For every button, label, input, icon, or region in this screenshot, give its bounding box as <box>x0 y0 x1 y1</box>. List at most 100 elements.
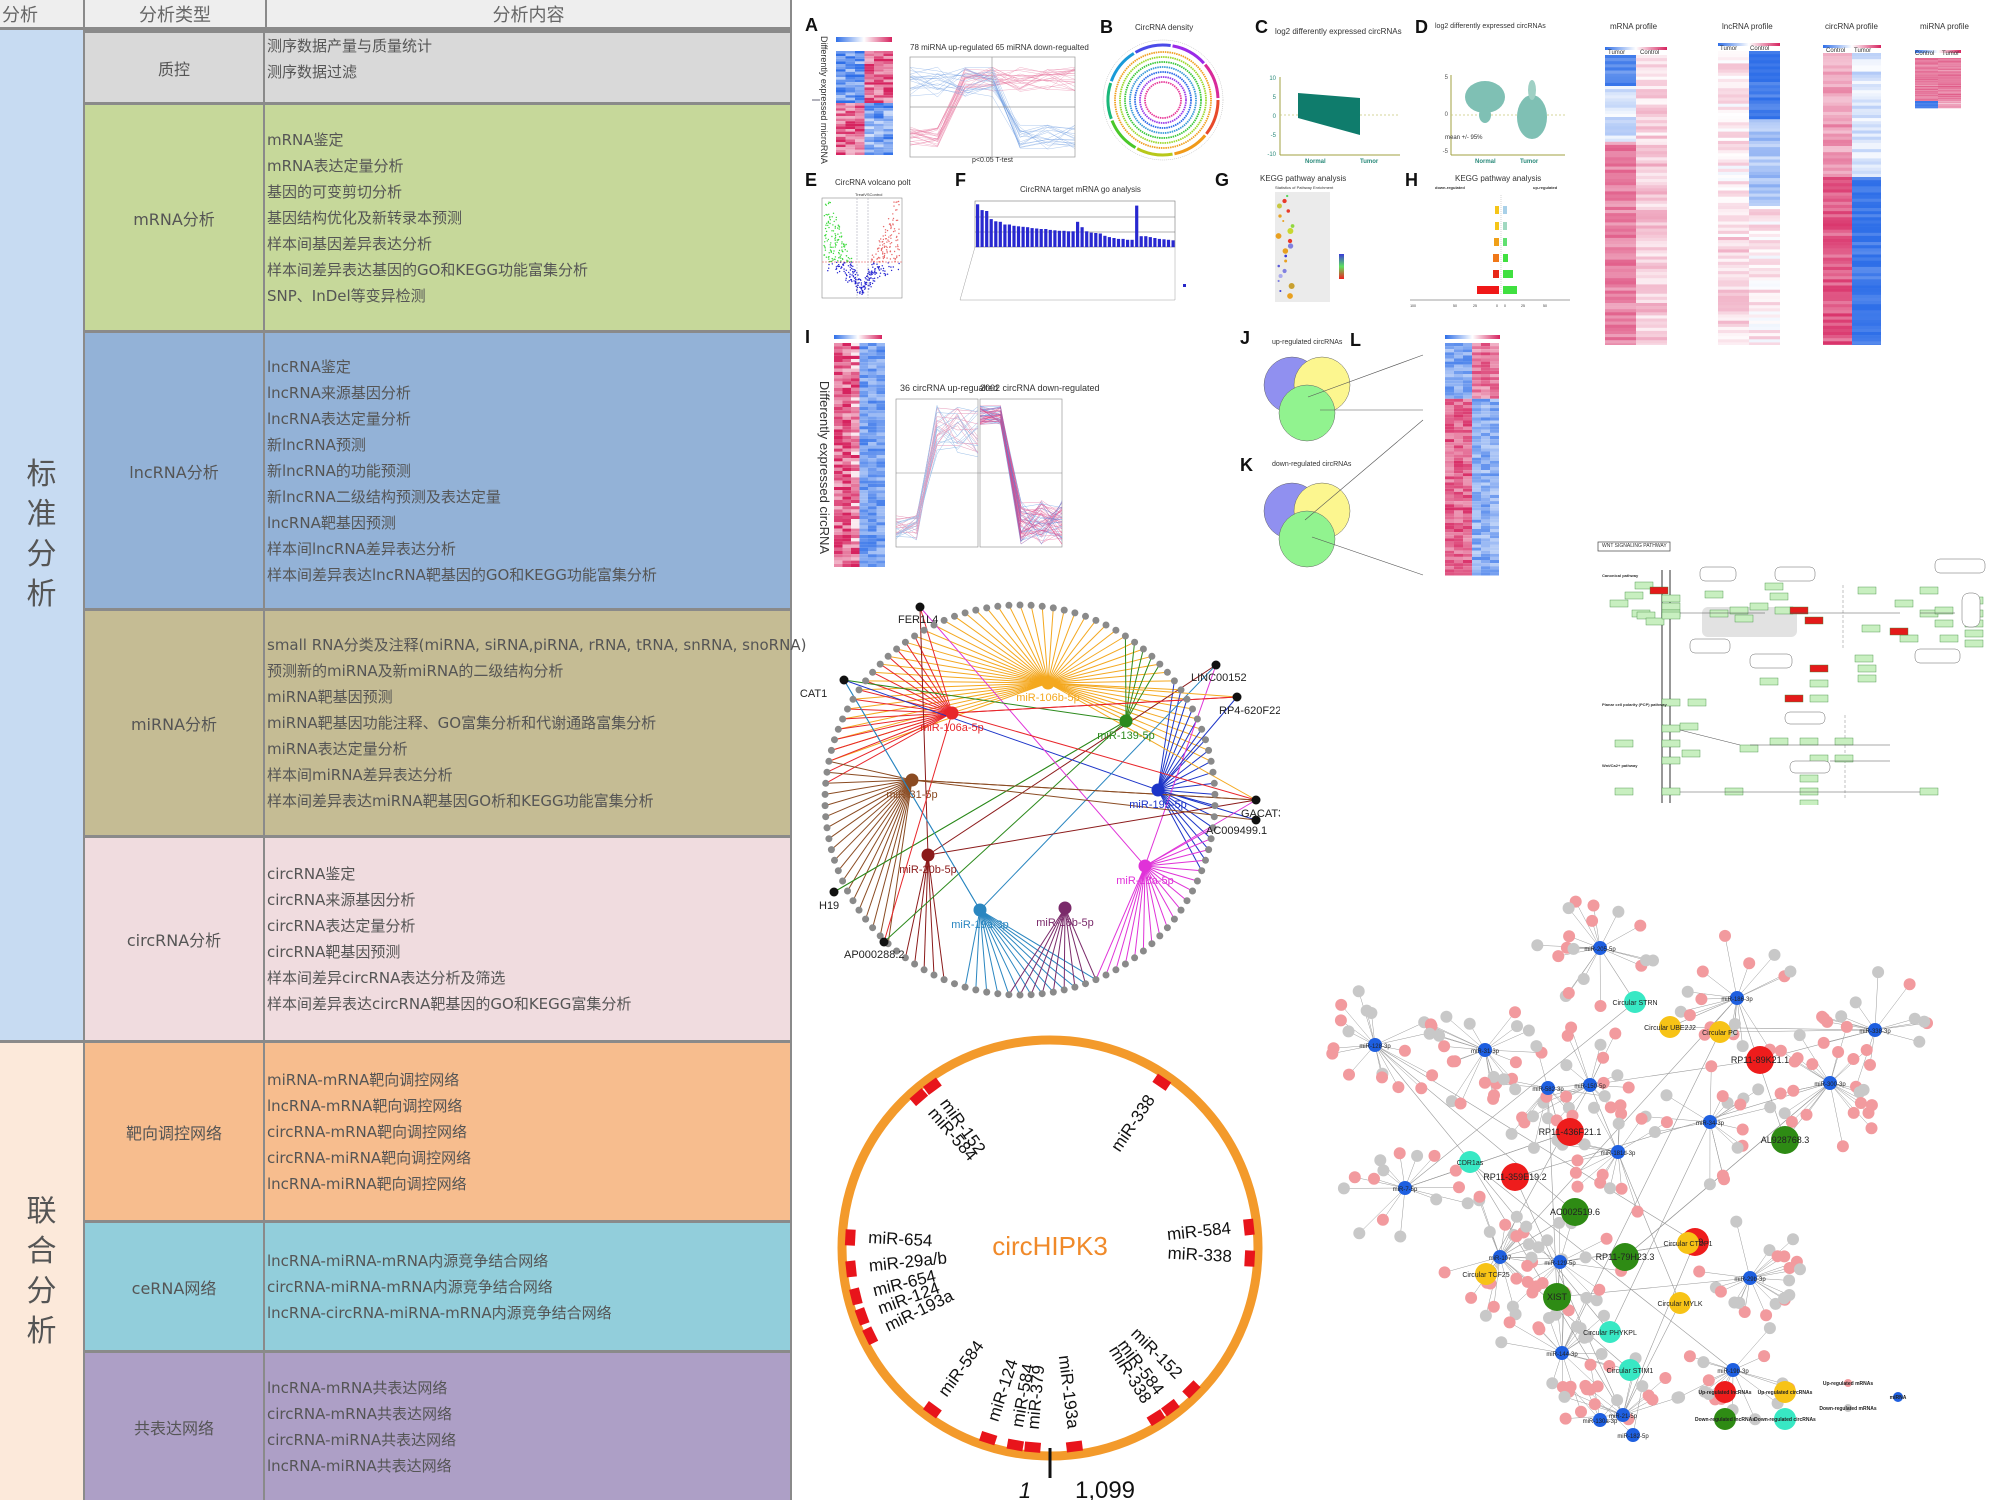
heatmap-cell <box>1490 485 1499 489</box>
heatmap-cell <box>851 362 860 366</box>
binding-site-label: miR-338 <box>1107 1091 1159 1155</box>
content-item: miRNA表达定量分析 <box>267 740 408 758</box>
profile-cell <box>1852 136 1881 141</box>
heatmap-cell <box>1481 386 1490 390</box>
heatmap-cell <box>1490 535 1499 539</box>
gene-box <box>1964 629 1984 638</box>
heatmap-cell <box>874 118 884 122</box>
group-char: 标 <box>26 457 57 492</box>
heatmap-cell <box>864 139 874 142</box>
profile-cell <box>1749 286 1780 290</box>
volcano-point <box>840 257 842 259</box>
volcano-point <box>838 265 841 268</box>
volcano-point <box>882 225 885 228</box>
expression-trend-line <box>909 66 1076 136</box>
network-edge <box>1874 1029 1920 1043</box>
heatmap-cell <box>859 371 868 375</box>
binding-site-marker <box>1152 1073 1172 1091</box>
heatmap-cell <box>842 346 851 350</box>
profile-cell <box>1636 306 1667 310</box>
profile-cell <box>1605 343 1636 345</box>
profile-cell <box>1605 287 1636 291</box>
heatmap-cell <box>842 519 851 523</box>
content-item: 样本间差异表达circRNA靶基因的GO和KEGG富集分析 <box>267 995 632 1013</box>
network-edge <box>825 779 913 818</box>
volcano-point <box>897 245 899 248</box>
heatmap-cell <box>1472 432 1481 436</box>
volcano-point <box>878 269 881 271</box>
heatmap-cell <box>842 557 851 561</box>
mrna-node <box>1660 1089 1673 1102</box>
heatmap-cell <box>1490 569 1499 573</box>
profile-cell <box>1605 132 1636 136</box>
heatmap-cell <box>859 410 868 414</box>
heatmap-cell <box>883 113 893 116</box>
mrna-node <box>1794 1263 1806 1276</box>
heatmap-cell <box>855 142 865 145</box>
content-item: miRNA-mRNA靶向调控网络 <box>267 1070 460 1089</box>
mrna-node <box>1567 942 1580 955</box>
network-edge <box>1469 1161 1734 1371</box>
heatmap-cell <box>1454 569 1463 573</box>
heatmap-cell <box>1454 556 1463 560</box>
profile-cell <box>1605 120 1636 124</box>
content-item: miRNA靶基因功能注释、GO富集分析和代谢通路富集分析 <box>267 714 657 732</box>
circrna-node <box>1624 991 1646 1013</box>
pathway-bubble <box>1287 238 1293 244</box>
heatmap-cell <box>842 509 851 513</box>
expression-trend-line <box>895 416 979 535</box>
panel-label: K <box>1240 455 1253 475</box>
heatmap-cell <box>1481 429 1490 433</box>
mrna-node <box>1758 1350 1771 1363</box>
heatmap-cell <box>859 397 868 401</box>
expression-trend-line <box>909 66 1076 149</box>
profile-cell <box>1938 85 1961 86</box>
go-bar <box>1126 239 1130 247</box>
lncrna-node <box>1232 692 1242 702</box>
volcano-point <box>888 240 890 243</box>
profile-cell <box>1938 73 1961 74</box>
volcano-point <box>837 260 839 262</box>
mrna-node <box>1569 1166 1582 1179</box>
panel-d-title: log2 differently expressed circRNAs <box>1435 23 1546 30</box>
profile-cell <box>1852 68 1881 72</box>
go-bar <box>1030 228 1034 247</box>
volcano-plot <box>821 197 903 299</box>
heatmap-cell <box>1454 383 1463 387</box>
profile-cell <box>1605 281 1636 285</box>
network-edge <box>1144 865 1202 872</box>
heatmap-cell <box>834 346 843 350</box>
heatmap-cell <box>1454 467 1463 471</box>
binding-site-marker <box>862 1326 879 1346</box>
volcano-point <box>854 281 857 284</box>
profile-cell <box>1938 58 1961 60</box>
heatmap-cell <box>1454 386 1463 390</box>
heatmap-cell <box>864 152 874 155</box>
profile-cell <box>1749 119 1780 123</box>
analysis-type: 靶向调控网络 <box>83 1043 265 1220</box>
network-edge <box>1047 624 1107 684</box>
heatmap-cell <box>876 490 885 494</box>
network-edge <box>1047 629 1117 684</box>
profile-cell <box>1823 248 1852 252</box>
network-edge <box>1047 612 1076 684</box>
profile-cell <box>1605 98 1636 102</box>
mrna-node <box>1611 1394 1624 1407</box>
heatmap-cell <box>834 467 843 471</box>
heatmap-cell <box>1445 525 1454 529</box>
heatmap-cell <box>1472 556 1481 560</box>
heatmap-cell <box>859 499 868 503</box>
heatmap-cell <box>845 121 855 124</box>
heatmap-cell <box>1472 479 1481 483</box>
heatmap-cell <box>851 538 860 542</box>
network-edge <box>1019 907 1066 996</box>
heatmap-cell <box>855 118 865 122</box>
heatmap-cell <box>874 71 884 75</box>
node-label: RP11-89K21.1 <box>1731 1055 1789 1065</box>
network-edge <box>1736 1221 1751 1279</box>
profile-cell <box>1938 82 1961 83</box>
profile-cell <box>1852 239 1881 243</box>
profile-cell <box>1915 90 1938 92</box>
network-edge <box>1359 1187 1406 1234</box>
